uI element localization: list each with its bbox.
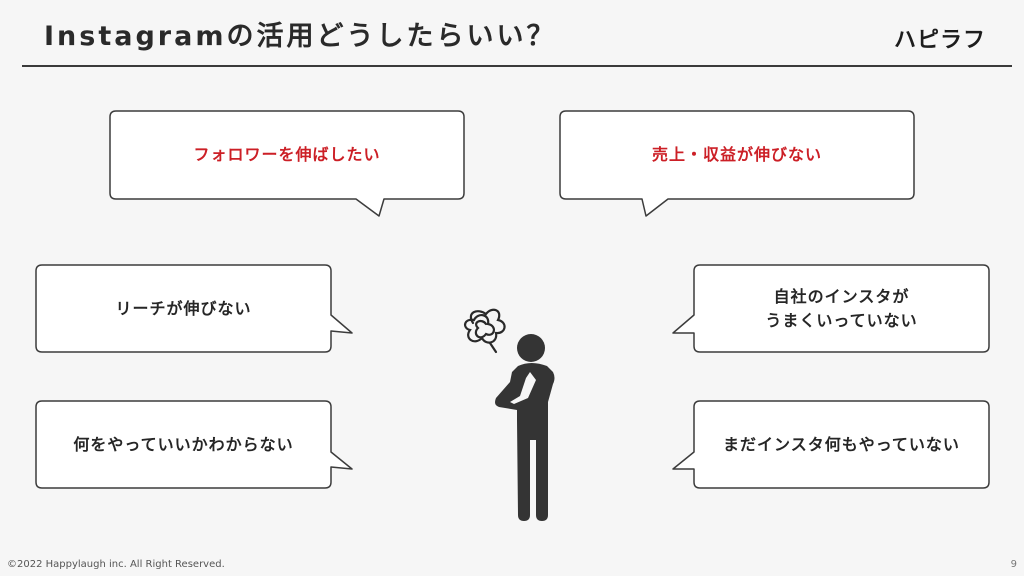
speech-bubble-sales — [559, 110, 915, 217]
bubble-text-sales: 売上・収益が伸びない — [651, 145, 822, 164]
bubble-text-own-line2: うまくいっていない — [765, 310, 918, 330]
speech-bubble-what-to-do — [35, 400, 353, 489]
speech-bubble-reach — [35, 264, 353, 353]
bubble-text-followers: フォロワーを伸ばしたい — [193, 145, 381, 164]
header-divider — [22, 65, 1012, 67]
copyright-footer: ©2022 Happylaugh inc. All Right Reserved… — [7, 559, 225, 570]
page-title: Instagramの活用どうしたらいい？ — [44, 21, 557, 52]
bubble-text-not-started: まだインスタ何もやっていない — [723, 434, 960, 454]
speech-bubble-not-started — [672, 400, 990, 489]
page-number: 9 — [1010, 559, 1017, 570]
bubble-text-own-instagram: 自社のインスタが うまくいっていない — [694, 265, 989, 352]
speech-bubble-followers — [109, 110, 465, 217]
confusion-scribble-icon — [464, 308, 506, 354]
bubble-text-reach: リーチが伸びない — [115, 298, 252, 318]
brand-logo: ハピラフ — [893, 28, 986, 53]
speech-bubble-own-instagram — [672, 264, 990, 353]
thinking-person-icon — [495, 334, 555, 521]
bubble-text-what-to-do: 何をやっていいかわからない — [73, 434, 294, 454]
bubble-text-own-line1: 自社のインスタが — [773, 286, 910, 306]
